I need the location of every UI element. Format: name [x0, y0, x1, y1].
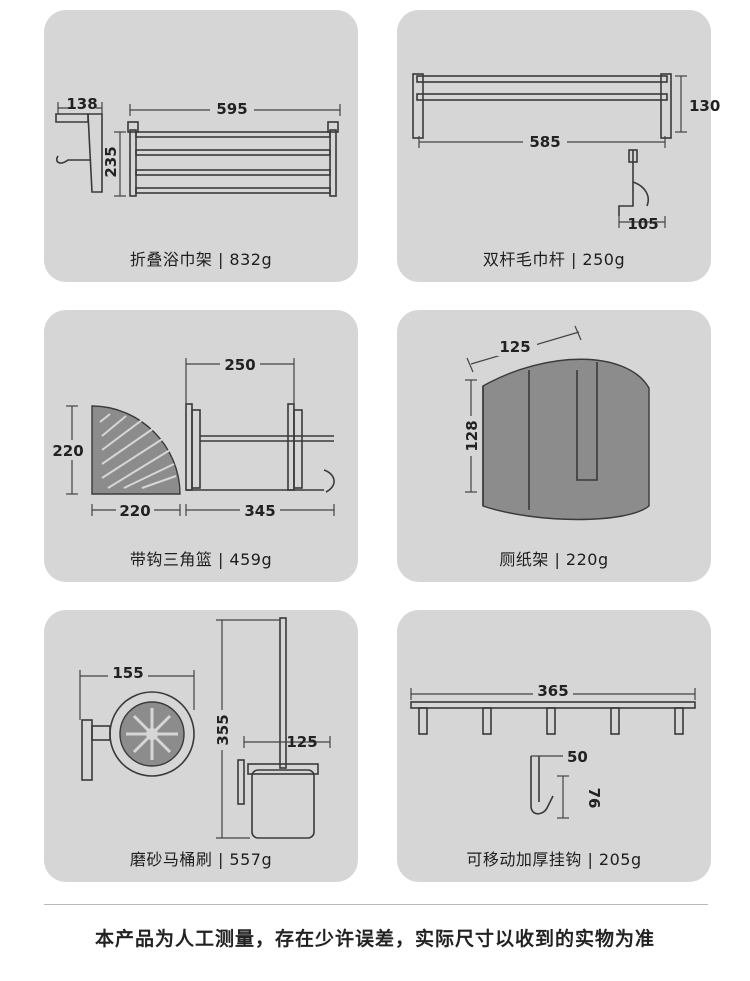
dim-105: 105 [627, 215, 658, 233]
product-card-toilet-paper-holder: 125 128 厕纸架 | 220g [397, 310, 711, 582]
dim-585: 585 [529, 133, 560, 151]
dim-235: 235 [102, 146, 120, 177]
dim-355: 355 [214, 714, 232, 745]
dim-128: 128 [463, 420, 481, 451]
product-card-corner-basket: 220 220 250 345 带钩三角篮 | 459g [44, 310, 358, 582]
product-caption: 厕纸架 | 220g [499, 550, 609, 569]
dim-345: 345 [244, 502, 275, 520]
toilet-brush-diagram: 155 125 355 [79, 617, 331, 839]
double-towel-bar-diagram: 130 585 105 [412, 73, 720, 233]
product-card-toilet-brush: 155 125 355 磨砂马桶刷 | 557g [44, 610, 358, 882]
movable-hooks-diagram: 365 50 76 [410, 682, 696, 819]
product-card-folding-towel-rack: 138 235 595 折叠浴巾架 | 832g [44, 10, 358, 282]
product-caption: 可移动加厚挂钩 | 205g [466, 850, 642, 869]
product-caption: 磨砂马桶刷 | 557g [129, 850, 273, 869]
dim-76: 76 [585, 788, 603, 809]
dim-50: 50 [567, 748, 588, 766]
product-card-movable-hooks: 365 50 76 可移动加厚挂钩 | 205g [397, 610, 711, 882]
product-caption: 折叠浴巾架 | 832g [129, 250, 273, 269]
folding-towel-rack-diagram: 138 235 595 [55, 94, 341, 197]
dim-220-depth: 220 [52, 442, 83, 460]
dim-138: 138 [66, 95, 97, 113]
dim-220-width: 220 [119, 502, 150, 520]
product-card-double-towel-bar: 130 585 105 双杆毛巾杆 | 250g [397, 10, 720, 282]
dim-365: 365 [537, 682, 568, 700]
dim-595: 595 [216, 100, 247, 118]
dim-130: 130 [689, 97, 720, 115]
footer-divider [44, 904, 708, 905]
corner-basket-diagram: 220 220 250 345 [50, 354, 335, 520]
dim-125-brush: 125 [286, 733, 317, 751]
product-caption: 双杆毛巾杆 | 250g [482, 250, 626, 269]
dim-155: 155 [112, 664, 143, 682]
measurement-disclaimer: 本产品为人工测量，存在少许误差，实际尺寸以收到的实物为准 [94, 928, 655, 950]
toilet-paper-holder-diagram: 125 128 [461, 325, 650, 521]
dim-250: 250 [224, 356, 255, 374]
product-caption: 带钩三角篮 | 459g [129, 550, 273, 569]
dim-125: 125 [499, 338, 530, 356]
